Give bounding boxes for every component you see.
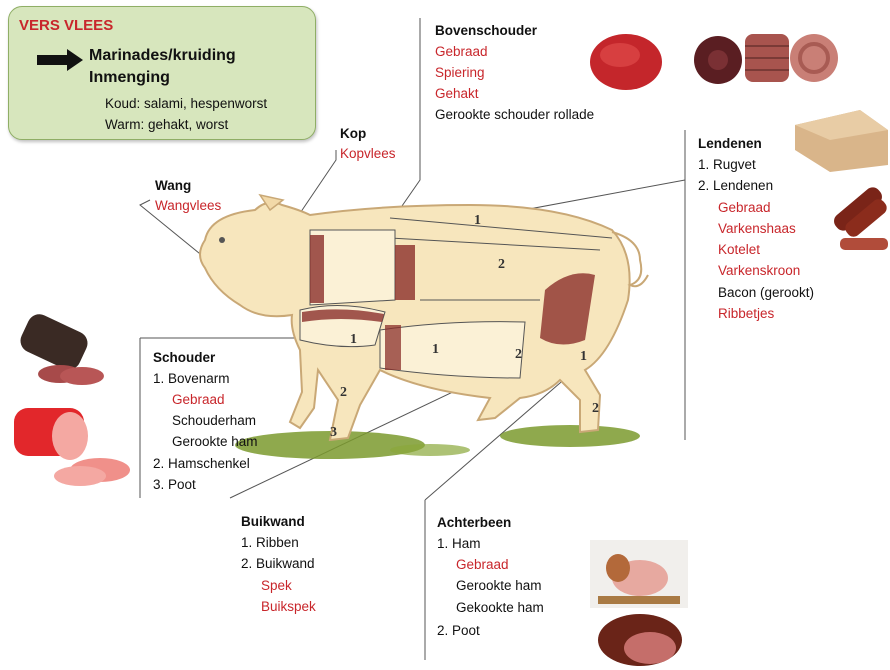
kop-title: Kop bbox=[340, 123, 366, 144]
fresh-meat-title: VERS VLEES bbox=[19, 17, 113, 34]
bovenschouder-item: Gehakt bbox=[435, 83, 479, 104]
schouder-item: 1. Bovenarm bbox=[153, 368, 230, 389]
buikwand-item: Spek bbox=[261, 575, 292, 596]
lendenen-item: 1. Rugvet bbox=[698, 154, 756, 175]
arrow-right-icon bbox=[37, 49, 85, 71]
lendenen-item: 2. Lendenen bbox=[698, 175, 773, 196]
ham-board-picture bbox=[590, 540, 688, 608]
hespenworst-picture bbox=[14, 408, 130, 486]
bovenschouder-item: Spiering bbox=[435, 62, 485, 83]
num-ribben: 1 bbox=[432, 342, 439, 357]
buikwand-item: 2. Buikwand bbox=[241, 553, 315, 574]
salami-sticks-picture bbox=[831, 184, 890, 250]
num-hamschenkel: 2 bbox=[340, 385, 347, 400]
schouder-item: 3. Poot bbox=[153, 474, 196, 495]
num-poot-voor: 3 bbox=[330, 425, 337, 440]
achterbeen-item: Gebraad bbox=[456, 554, 509, 575]
minced-meat-picture bbox=[590, 34, 662, 90]
salami-picture bbox=[17, 310, 104, 385]
pig-eye bbox=[219, 237, 225, 243]
achterbeen-item: Gekookte ham bbox=[456, 597, 544, 618]
achterbeen-item: Gerookte ham bbox=[456, 575, 542, 596]
kop-item: Kopvlees bbox=[340, 143, 396, 164]
buikwand-item: 1. Ribben bbox=[241, 532, 299, 553]
num-ham: 1 bbox=[580, 349, 587, 364]
bovenschouder-item: Gebraad bbox=[435, 41, 488, 62]
inmenging-label: Inmenging bbox=[89, 69, 170, 87]
schouder-item: Gebraad bbox=[172, 389, 225, 410]
num-bovenarm: 1 bbox=[350, 332, 357, 347]
schouder-item: Gerookte ham bbox=[172, 431, 258, 452]
lendenen-item: Gebraad bbox=[718, 197, 771, 218]
lendenen-item: Varkenshaas bbox=[718, 218, 796, 239]
smoked-ham-picture bbox=[598, 614, 682, 666]
num-buikwand: 2 bbox=[515, 347, 522, 362]
koud-label: Koud: salami, hespenworst bbox=[105, 96, 267, 111]
lendenen-item: Bacon (gerookt) bbox=[718, 282, 814, 303]
pig bbox=[200, 195, 648, 440]
bovenschouder-item: Gerookte schouder rollade bbox=[435, 104, 594, 125]
buikwand-item: Buikspek bbox=[261, 596, 316, 617]
achterbeen-item: 1. Ham bbox=[437, 533, 481, 554]
schouder-title: Schouder bbox=[153, 347, 215, 368]
num-rugvet: 1 bbox=[474, 213, 481, 228]
marinades-label: Marinades/kruiding bbox=[89, 47, 236, 65]
schouder-item: 2. Hamschenkel bbox=[153, 453, 250, 474]
wang-item: Wangvlees bbox=[155, 195, 221, 216]
lendenen-item: Ribbetjes bbox=[718, 303, 774, 324]
schouder-item: Schouderham bbox=[172, 410, 256, 431]
achterbeen-item: 2. Poot bbox=[437, 620, 480, 641]
lendenen-title: Lendenen bbox=[698, 133, 762, 154]
num-lendenen: 2 bbox=[498, 257, 505, 272]
buikwand-title: Buikwand bbox=[241, 511, 305, 532]
bovenschouder-title: Bovenschouder bbox=[435, 20, 537, 41]
wang-title: Wang bbox=[155, 175, 191, 196]
num-poot-achter: 2 bbox=[592, 401, 599, 416]
achterbeen-title: Achterbeen bbox=[437, 512, 511, 533]
warm-label: Warm: gehakt, worst bbox=[105, 117, 228, 132]
lendenen-item: Kotelet bbox=[718, 239, 760, 260]
sausages-picture bbox=[694, 34, 838, 84]
lendenen-item: Varkenskroon bbox=[718, 260, 800, 281]
meatloaf-picture bbox=[795, 110, 888, 172]
fresh-meat-box: VERS VLEES Marinades/kruiding Inmenging … bbox=[8, 6, 316, 140]
